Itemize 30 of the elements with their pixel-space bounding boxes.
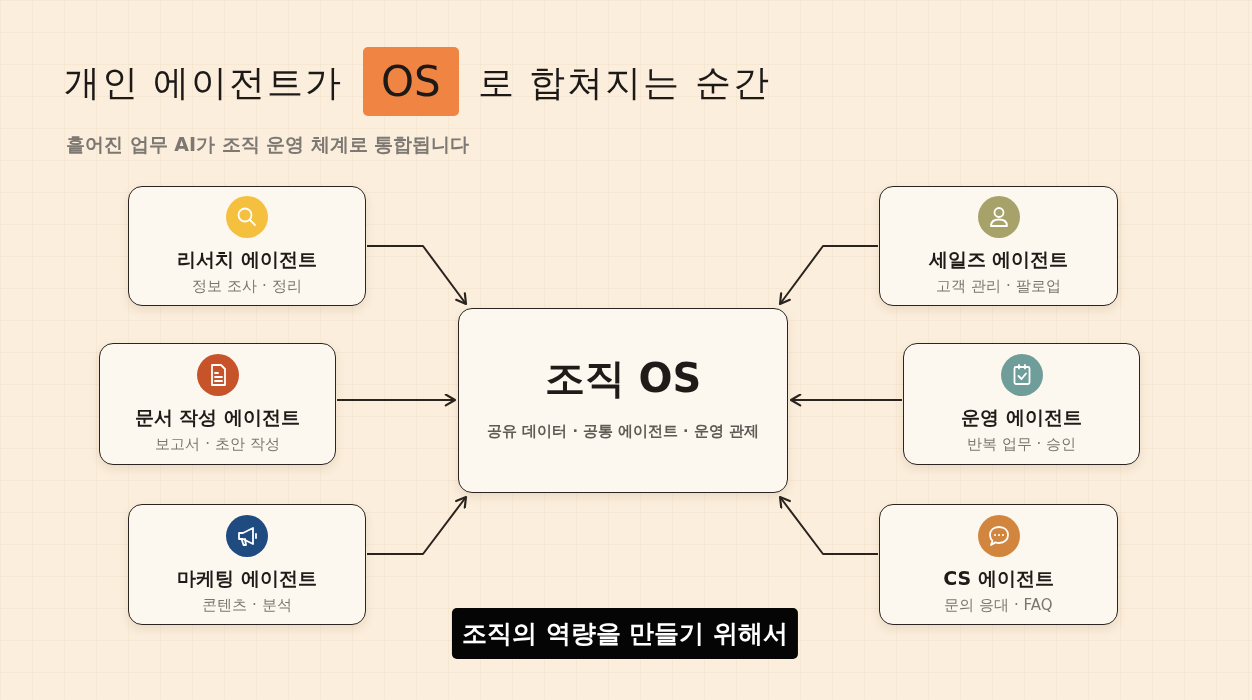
agent-card [128, 504, 366, 625]
agent-card [879, 186, 1118, 306]
agent-card [879, 504, 1118, 625]
video-caption: 조직의 역량을 만들기 위해서 [451, 608, 799, 659]
agent-card [128, 186, 366, 306]
card-subtitle: 보고서 · 초안 작성 [155, 434, 280, 454]
arrow [778, 495, 879, 555]
subtitle: 흩어진 업무 AI가 조직 운영 체계로 통합됩니다 [66, 132, 470, 157]
agent-card [99, 343, 336, 465]
card-title: 운영 에이전트 [961, 405, 1082, 429]
arrow [336, 393, 457, 407]
card-title: CS 에이전트 [943, 565, 1054, 590]
card-subtitle: 고객 관리 · 팔로업 [936, 276, 1061, 296]
hub-title: 조직 OS [544, 353, 702, 403]
card-title: 문서 작성 에이전트 [134, 405, 301, 429]
card-subtitle: 반복 업무 · 승인 [966, 434, 1077, 454]
card-subtitle: 문의 응대 · FAQ [944, 594, 1053, 615]
hub-box [458, 308, 788, 493]
arrow [789, 393, 903, 407]
arrow [778, 245, 879, 306]
arrow [366, 245, 468, 306]
agent-card [903, 343, 1140, 465]
card-title: 리서치 에이전트 [177, 247, 317, 271]
title: 개인 에이전트가 OS 로 합쳐지는 순간 [64, 47, 771, 119]
card-title: 마케팅 에이전트 [177, 565, 317, 590]
card-title: 세일즈 에이전트 [928, 247, 1069, 271]
hub-subtitle: 공유 데이터 · 공통 에이전트 · 운영 관제 [487, 421, 759, 441]
card-subtitle: 정보 조사 · 정리 [192, 276, 302, 296]
arrow [366, 495, 468, 555]
card-subtitle: 콘텐츠 · 분석 [202, 594, 292, 615]
